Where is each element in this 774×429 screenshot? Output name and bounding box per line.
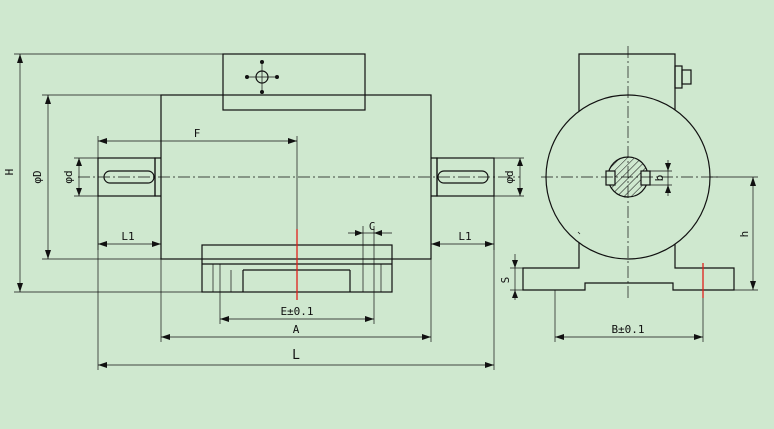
- dim-phid-left-label: φd: [62, 170, 75, 183]
- dim-S-label: S: [499, 277, 512, 284]
- side-base: [522, 236, 735, 291]
- front-view: [78, 53, 520, 300]
- key-right: [640, 170, 651, 186]
- dim-C-label: C: [369, 220, 376, 233]
- dim-L1-left-label: L1: [121, 230, 134, 243]
- dim-B-label: B±0.1: [611, 323, 644, 336]
- dim-F-label: F: [194, 127, 201, 140]
- dim-b-label: b: [653, 175, 666, 182]
- key-left: [605, 170, 616, 186]
- dim-E-label: E±0.1: [280, 305, 313, 318]
- side-connector-plug: [674, 65, 692, 89]
- dim-L-label: L: [292, 348, 300, 363]
- dim-h-label: h: [738, 231, 751, 238]
- dim-phiD-label: φD: [31, 170, 44, 183]
- connector-symbol: [245, 60, 279, 94]
- front-dimensions: H φD φd F L1 C: [3, 53, 524, 370]
- side-dimensions: b S h B±0.1: [499, 160, 758, 342]
- connector-box: [222, 53, 366, 111]
- dim-phid-right-label: φd: [503, 170, 516, 183]
- dim-A-label: A: [293, 323, 300, 336]
- side-view: [522, 46, 735, 300]
- dim-L1-right-label: L1: [458, 230, 471, 243]
- dim-H-label: H: [3, 169, 16, 176]
